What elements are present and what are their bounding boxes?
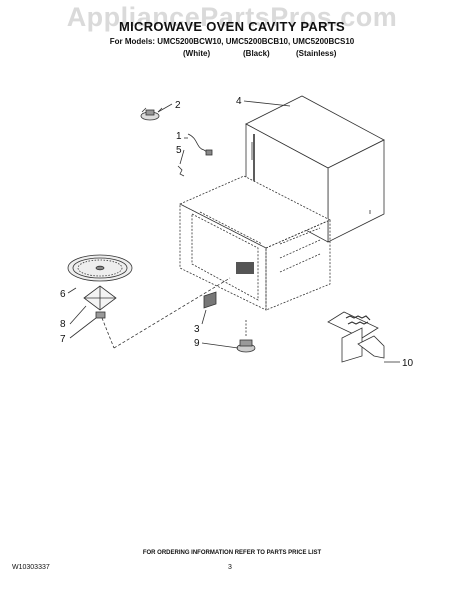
oven-cavity bbox=[179, 175, 331, 311]
callout-1: 1 bbox=[176, 131, 182, 142]
callout-9: 9 bbox=[194, 338, 200, 349]
ordering-note: FOR ORDERING INFORMATION REFER TO PARTS … bbox=[142, 550, 322, 556]
thermostat-part bbox=[236, 320, 256, 353]
callout-5: 5 bbox=[176, 145, 182, 156]
leader-lines bbox=[67, 100, 400, 363]
screw-part bbox=[177, 165, 185, 177]
roller-guide-part bbox=[83, 285, 117, 311]
callout-6: 6 bbox=[60, 289, 66, 300]
callout-8: 8 bbox=[60, 319, 66, 330]
page-title: MICROWAVE OVEN CAVITY PARTS bbox=[119, 19, 345, 34]
models-line: For Models: UMC5200BCW10, UMC5200BCB10, … bbox=[109, 37, 355, 46]
wire-harness-part bbox=[187, 133, 213, 156]
variant-white: (White) bbox=[183, 49, 211, 58]
callout-10: 10 bbox=[402, 358, 414, 369]
vent-bracket-part bbox=[327, 311, 385, 363]
callout-4: 4 bbox=[236, 96, 242, 107]
turntable-tray-part bbox=[67, 254, 133, 282]
callout-3: 3 bbox=[194, 324, 200, 335]
cavity-window bbox=[236, 262, 254, 274]
callout-7: 7 bbox=[60, 334, 66, 345]
variant-black: (Black) bbox=[243, 49, 270, 58]
waveguide-cover-part bbox=[203, 291, 217, 309]
document-number: W10303337 bbox=[12, 564, 50, 571]
coupler-part bbox=[95, 311, 106, 319]
watermark: AppliancePartsPros.com bbox=[66, 2, 398, 32]
thermal-fuse-part bbox=[140, 107, 163, 121]
page-number: 3 bbox=[228, 564, 232, 571]
variant-stainless: (Stainless) bbox=[296, 49, 337, 58]
callout-2: 2 bbox=[175, 100, 181, 111]
